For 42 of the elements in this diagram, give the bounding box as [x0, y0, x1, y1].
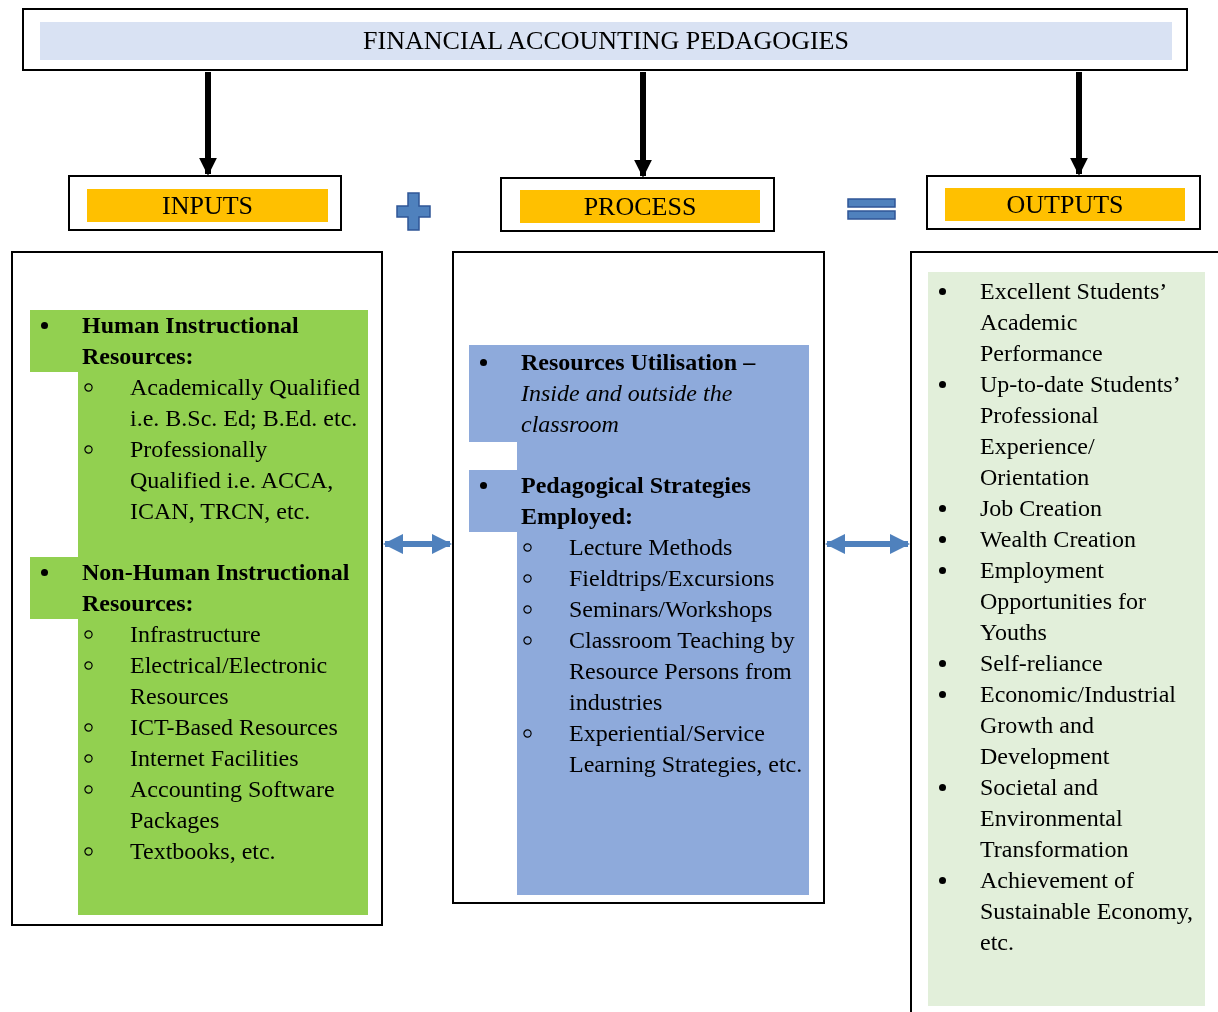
list-item: Academically Qualified i.e. B.Sc. Ed; B.Ed. etc.	[130, 373, 361, 433]
list-item: Economic/Industrial Growth and Development	[980, 680, 1177, 771]
list-item: ICT-Based Resources	[130, 713, 339, 742]
list-item: Internet Facilities	[130, 744, 300, 773]
list-item: Wealth Creation	[980, 525, 1137, 554]
title-text: FINANCIAL ACCOUNTING PEDAGOGIES	[40, 22, 1172, 60]
list-item: Fieldtrips/Excursions	[569, 564, 776, 593]
arrow	[382, 533, 453, 555]
list-item: Infrastructure	[130, 620, 262, 649]
list-item: Achievement of Sustainable Economy, etc.	[980, 866, 1195, 957]
bullet-heading: Human Instructional Resources:	[82, 311, 300, 371]
bullet-heading: Resources Utilisation – Inside and outside the classroom	[521, 348, 757, 439]
list-item: Professionally Qualified i.e. ACCA, ICAN, TRCN, etc.	[130, 435, 335, 526]
list-item: Societal and Environmental Transformation	[980, 773, 1130, 864]
list-item: Electrical/Electronic Resources	[130, 651, 329, 711]
list-item: Self-reliance	[980, 649, 1104, 678]
arrow	[824, 533, 911, 555]
list-item: Employment Opportunities for Youths	[980, 556, 1147, 647]
process-panel	[469, 345, 809, 442]
bullet-heading: Non-Human Instructional Resources:	[82, 558, 351, 618]
arrow	[1070, 72, 1088, 176]
list-item: Excellent Students’ Academic Performance	[980, 277, 1167, 368]
header-box	[926, 175, 1201, 230]
list-item: Classroom Teaching by Resource Persons from industries	[569, 626, 796, 717]
list-item: Experiential/Service Learning Strategies, etc.	[569, 719, 803, 779]
content-box	[452, 251, 825, 904]
content-box	[11, 251, 383, 926]
list-item: Seminars/Workshops	[569, 595, 774, 624]
header-label: INPUTS	[87, 189, 328, 222]
list-item: Textbooks, etc.	[130, 837, 277, 866]
arrow	[199, 72, 217, 176]
header-box	[500, 177, 775, 232]
list-item: Lecture Methods	[569, 533, 734, 562]
list-item: Job Creation	[980, 494, 1103, 523]
header-label: PROCESS	[520, 190, 760, 223]
title-box	[22, 8, 1188, 71]
list-item: Up-to-date Students’ Professional Experience/ Orientation	[980, 370, 1180, 492]
bullet-heading: Pedagogical Strategies Employed:	[521, 471, 752, 531]
list-item: Accounting Software Packages	[130, 775, 336, 835]
header-label: OUTPUTS	[945, 188, 1185, 221]
arrow	[634, 72, 652, 178]
header-box	[68, 175, 342, 231]
